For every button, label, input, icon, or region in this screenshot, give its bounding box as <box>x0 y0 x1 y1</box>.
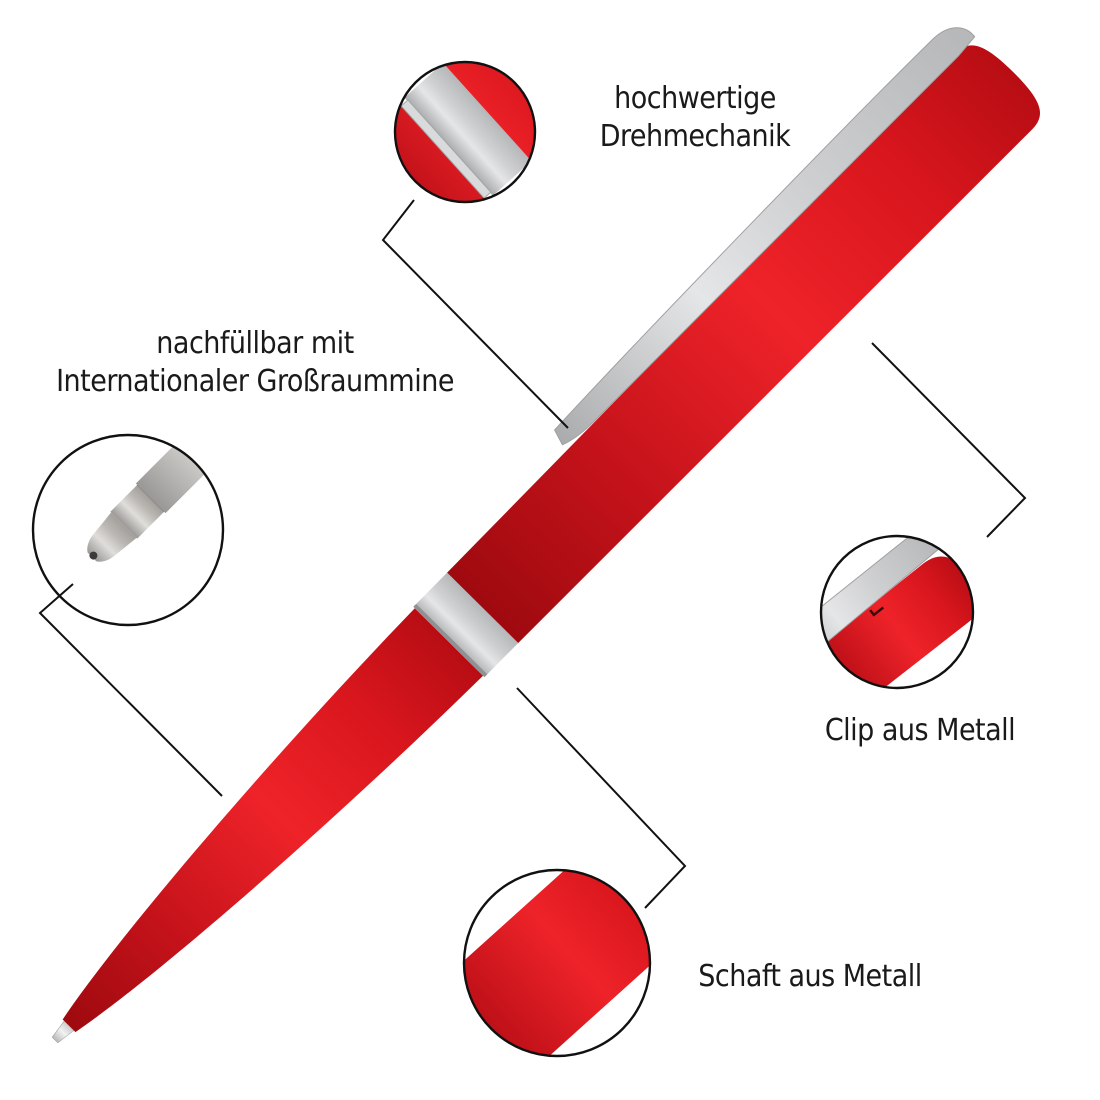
zoom-circle-refill <box>31 433 225 627</box>
refill-tip <box>87 512 137 562</box>
label-shaft: Schaft aus Metall <box>680 958 940 996</box>
label-refill-line-1: nachfüllbar mit <box>156 326 354 361</box>
pen-cap <box>447 45 1040 644</box>
label-mechanism-line-2: Drehmechanik <box>599 118 791 154</box>
leader-line-clip <box>871 342 1027 538</box>
leader-line-mechanism <box>381 199 569 429</box>
label-clip-line-1: Clip aus Metall <box>824 713 1016 748</box>
callout-shaft <box>462 687 687 1058</box>
label-clip: Clip aus Metall <box>800 712 1040 750</box>
label-shaft-line-1: Schaft aus Metall <box>698 959 922 994</box>
pen-lower-barrel <box>62 608 484 1033</box>
label-refill: nachfüllbar mit Internationaler Großraum… <box>30 325 480 400</box>
pen-clip <box>553 27 976 446</box>
pen-twist-ring <box>413 572 519 678</box>
zoom-circle-clip <box>819 534 975 690</box>
callout-refill <box>31 433 225 797</box>
callout-mechanism <box>381 60 569 429</box>
leader-line-refill <box>38 583 223 797</box>
leader-line-shaft <box>516 687 687 909</box>
label-mechanism-line-1: hochwertige <box>614 81 776 116</box>
zoom-circle-mechanism <box>393 60 537 204</box>
label-mechanism: hochwertige Drehmechanik <box>575 80 815 155</box>
label-refill-line-2: Internationaler Großraummine <box>56 363 454 399</box>
pen <box>51 27 1040 1044</box>
callout-clip <box>819 342 1027 690</box>
zoom-circle-shaft <box>462 868 652 1058</box>
